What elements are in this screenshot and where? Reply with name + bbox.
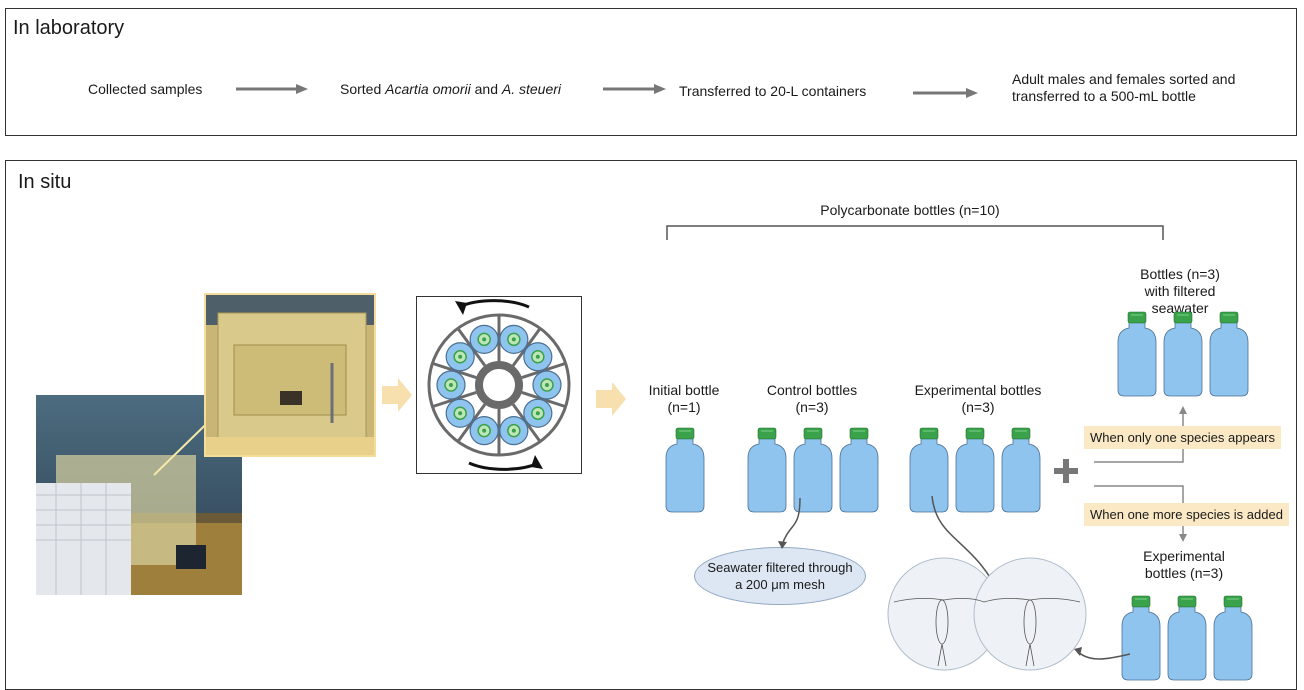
copepod-illustrations (887, 557, 1087, 671)
plus-icon (1054, 459, 1078, 483)
wheel-spoke (431, 361, 477, 380)
initial-bottle-label: Initial bottle(n=1) (648, 382, 720, 415)
seawater-filter-ellipse (694, 547, 866, 605)
control-bottles-label: Control bottles(n=3) (766, 382, 858, 415)
wheel-hub (475, 361, 523, 409)
polycarbonate-bracket (666, 225, 1164, 240)
experimental-bottle-2-3 (1213, 595, 1253, 681)
condition-one-species: When only one species appears (1084, 426, 1282, 449)
rotation-arrowhead-top (455, 301, 467, 315)
wheel-bottle-cap-dot (458, 354, 463, 359)
filtered-bottle-2 (1163, 311, 1203, 397)
lab-arrows (236, 84, 978, 98)
wheel-spoke (521, 390, 567, 409)
chevron-arrow-2 (596, 382, 626, 416)
initial-bottle (665, 427, 705, 513)
control-bottle-2 (793, 427, 833, 513)
wheel-bottle-cap-dot (449, 383, 453, 387)
chevron-arrow-1 (382, 378, 412, 412)
experimental-bottle-2-1 (1121, 595, 1161, 681)
wheel-bottle-cap-dot (482, 337, 487, 342)
insitu-title: In situ (18, 171, 72, 193)
rotating-wheel-diagram (416, 296, 582, 474)
wheel-spoke (456, 327, 487, 367)
wheel-bottle-cap-dot (511, 337, 516, 342)
condition-more-species: When one more species is added (1084, 503, 1289, 526)
lab-title: In laboratory (13, 17, 125, 39)
copepod-circle-2 (973, 557, 1087, 671)
lab-arrow-1 (236, 84, 308, 94)
wheel-spoke (511, 327, 542, 367)
experimental-bottle-3 (1001, 427, 1041, 513)
experimental-bottles-label: Experimental bottles(n=3) (914, 382, 1042, 415)
lab-arrow-3 (913, 88, 978, 98)
experimental-bottle-1 (909, 427, 949, 513)
wheel-bottle-cap-dot (511, 428, 516, 433)
lab-arrow-2 (603, 84, 666, 94)
wheel-spoke (431, 390, 477, 409)
lab-step-sorted: Sorted Acartia omorii and A. steueri (340, 81, 562, 97)
wheel-spoke (521, 361, 567, 380)
experimental-bottle-2 (955, 427, 995, 513)
wheel-spoke (511, 403, 542, 443)
wheel-spoke (456, 403, 487, 443)
lab-step-adults: Adult males and females sorted and trans… (1012, 71, 1236, 104)
wheel-bottle-cap-dot (482, 428, 487, 433)
filtered-bottle-3 (1209, 311, 1249, 397)
lab-step-collected: Collected samples (88, 81, 203, 97)
lab-panel: In laboratory Collected samples Sorted A… (5, 8, 1297, 136)
chamber-closeup-photo (204, 293, 376, 457)
lab-step-transferred: Transferred to 20-L containers (679, 83, 867, 99)
experimental-bottle-2-2 (1167, 595, 1207, 681)
wheel-bottle-cap-dot (458, 411, 463, 416)
wheel-bottle-cap-dot (545, 383, 549, 387)
control-bottle-3 (839, 427, 879, 513)
wheel-bottle-cap-dot (535, 354, 540, 359)
control-bottle-1 (747, 427, 787, 513)
filtered-bottle-1 (1117, 311, 1157, 397)
rotation-arrowhead-bottom (531, 455, 543, 469)
wheel-bottle-cap-dot (535, 411, 540, 416)
polycarbonate-label: Polycarbonate bottles (n=10) (820, 202, 1000, 218)
